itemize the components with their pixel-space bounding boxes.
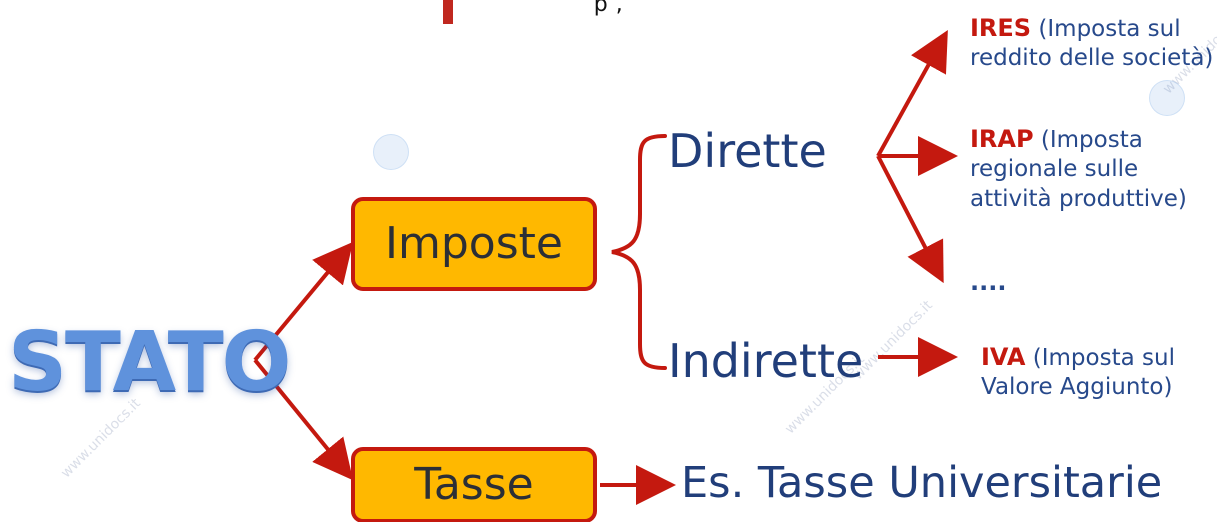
tasse-example-label: Es. Tasse Universitarie (681, 458, 1163, 508)
imposte-label: Imposte (385, 218, 563, 269)
irap-code: IRAP (970, 125, 1034, 153)
top-cropped-text: p , (593, 0, 624, 17)
ires-code: IRES (970, 14, 1032, 42)
top-cropped-mark (443, 0, 453, 24)
iva-description: (Imposta sul Valore Aggiunto) (981, 345, 1175, 401)
ires-description: (Imposta sul reddito delle società) (970, 16, 1214, 72)
irap-item: IRAP (Imposta regionale sulle attività p… (970, 124, 1210, 214)
indirette-label: Indirette (668, 334, 864, 388)
stato-to-imposte-arrow (253, 241, 354, 362)
iva-item: IVA (Imposta sul Valore Aggiunto) (981, 342, 1211, 403)
irap-description: (Imposta regionale sulle attività produt… (970, 127, 1187, 212)
dirette-to-more-arrow (876, 155, 944, 284)
imposte-node: Imposte (351, 197, 597, 291)
tasse-node: Tasse (351, 447, 597, 522)
dirette-label: Dirette (668, 124, 827, 178)
iva-code: IVA (981, 343, 1026, 371)
stato-to-tasse-arrow (253, 358, 354, 481)
imposte-brace (611, 134, 667, 370)
tasse-label: Tasse (414, 459, 534, 510)
more-taxes-ellipsis: .... (970, 268, 1007, 296)
ires-item: IRES (Imposta sul reddito delle società) (970, 13, 1217, 74)
root-stato-label: STATO (8, 315, 291, 410)
dirette-to-ires-arrow (876, 30, 948, 157)
